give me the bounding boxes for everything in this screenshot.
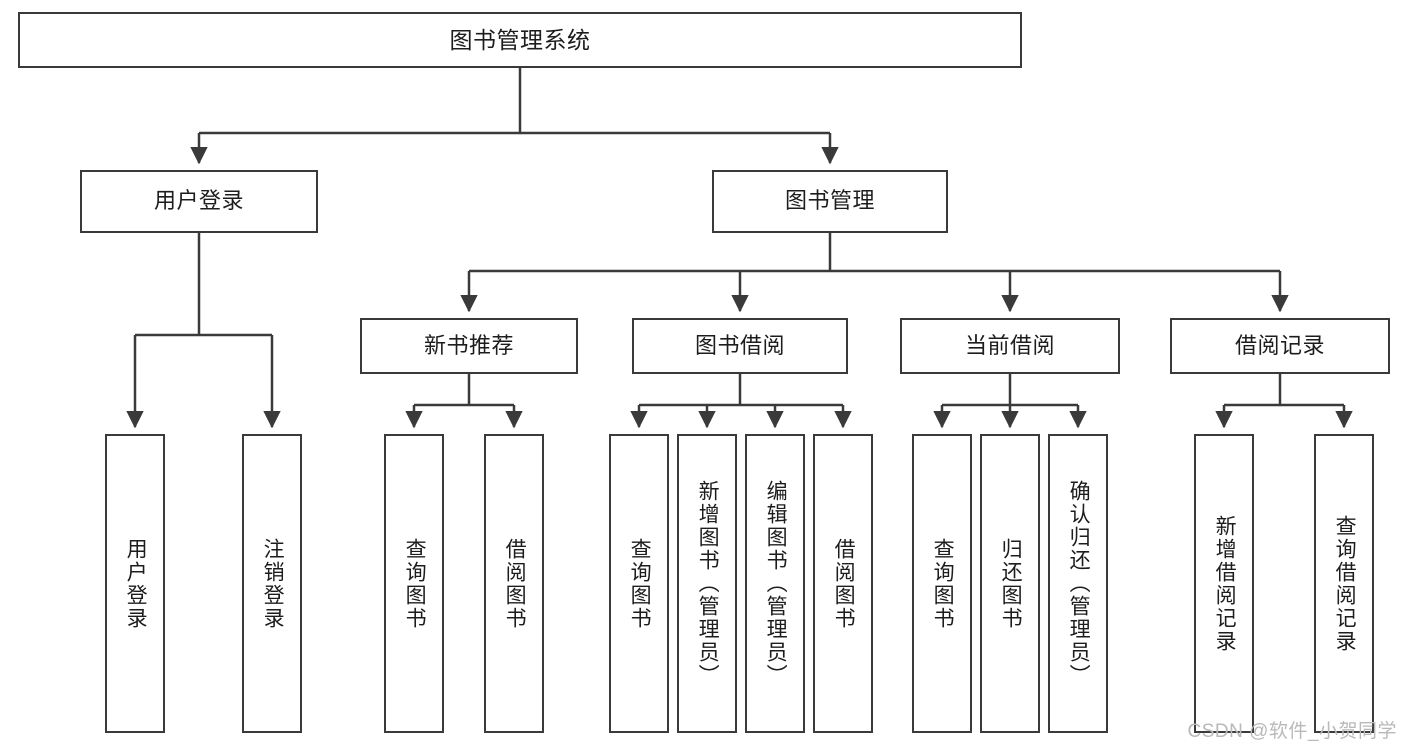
node-label: 新增图书（管理员）: [696, 480, 720, 687]
node-leaf-borrow-book-borrow[interactable]: 借阅图书: [813, 434, 873, 733]
node-label: 查询图书: [931, 537, 955, 630]
node-label: 注销登录: [261, 537, 285, 630]
node-leaf-return-book[interactable]: 归还图书: [980, 434, 1040, 733]
node-root-book-management-system[interactable]: 图书管理系统: [18, 12, 1022, 68]
node-label: 确认归还（管理员）: [1067, 480, 1091, 687]
node-label: 借阅图书: [832, 537, 856, 630]
node-label: 新书推荐: [423, 332, 514, 358]
node-leaf-query-book-recommend[interactable]: 查询图书: [384, 434, 444, 733]
node-leaf-query-book-current[interactable]: 查询图书: [912, 434, 972, 733]
node-book-borrow[interactable]: 图书借阅: [632, 318, 848, 374]
node-label: 编辑图书（管理员）: [764, 480, 788, 687]
node-leaf-add-borrow-record[interactable]: 新增借阅记录: [1194, 434, 1254, 733]
node-leaf-logout-login[interactable]: 注销登录: [242, 434, 302, 733]
node-label: 借阅记录: [1234, 332, 1325, 358]
csdn-watermark: CSDN @软件_小贺同学: [1187, 721, 1397, 742]
node-leaf-user-login[interactable]: 用户登录: [105, 434, 165, 733]
node-borrow-record[interactable]: 借阅记录: [1170, 318, 1390, 374]
node-label: 查询借阅记录: [1333, 514, 1357, 653]
node-leaf-edit-book-admin[interactable]: 编辑图书（管理员）: [745, 434, 805, 733]
node-new-book-recommend[interactable]: 新书推荐: [360, 318, 578, 374]
node-label: 用户登录: [124, 537, 148, 630]
node-book-manage[interactable]: 图书管理: [712, 170, 948, 233]
node-label: 当前借阅: [964, 332, 1055, 358]
node-current-borrow[interactable]: 当前借阅: [900, 318, 1120, 374]
node-label: 归还图书: [999, 537, 1023, 630]
node-leaf-borrow-book-recommend[interactable]: 借阅图书: [484, 434, 544, 733]
node-label: 图书借阅: [694, 332, 785, 358]
node-leaf-confirm-return-admin[interactable]: 确认归还（管理员）: [1048, 434, 1108, 733]
node-leaf-query-book-borrow[interactable]: 查询图书: [609, 434, 669, 733]
node-label: 新增借阅记录: [1213, 514, 1237, 653]
node-label: 借阅图书: [503, 537, 527, 630]
node-user-login[interactable]: 用户登录: [80, 170, 318, 233]
node-label: 查询图书: [628, 537, 652, 630]
node-leaf-add-book-admin[interactable]: 新增图书（管理员）: [677, 434, 737, 733]
node-label: 查询图书: [403, 537, 427, 630]
node-label: 用户登录: [153, 188, 244, 214]
node-label: 图书管理: [784, 188, 875, 214]
node-label: 图书管理系统: [449, 26, 591, 53]
node-leaf-query-borrow-record[interactable]: 查询借阅记录: [1314, 434, 1374, 733]
